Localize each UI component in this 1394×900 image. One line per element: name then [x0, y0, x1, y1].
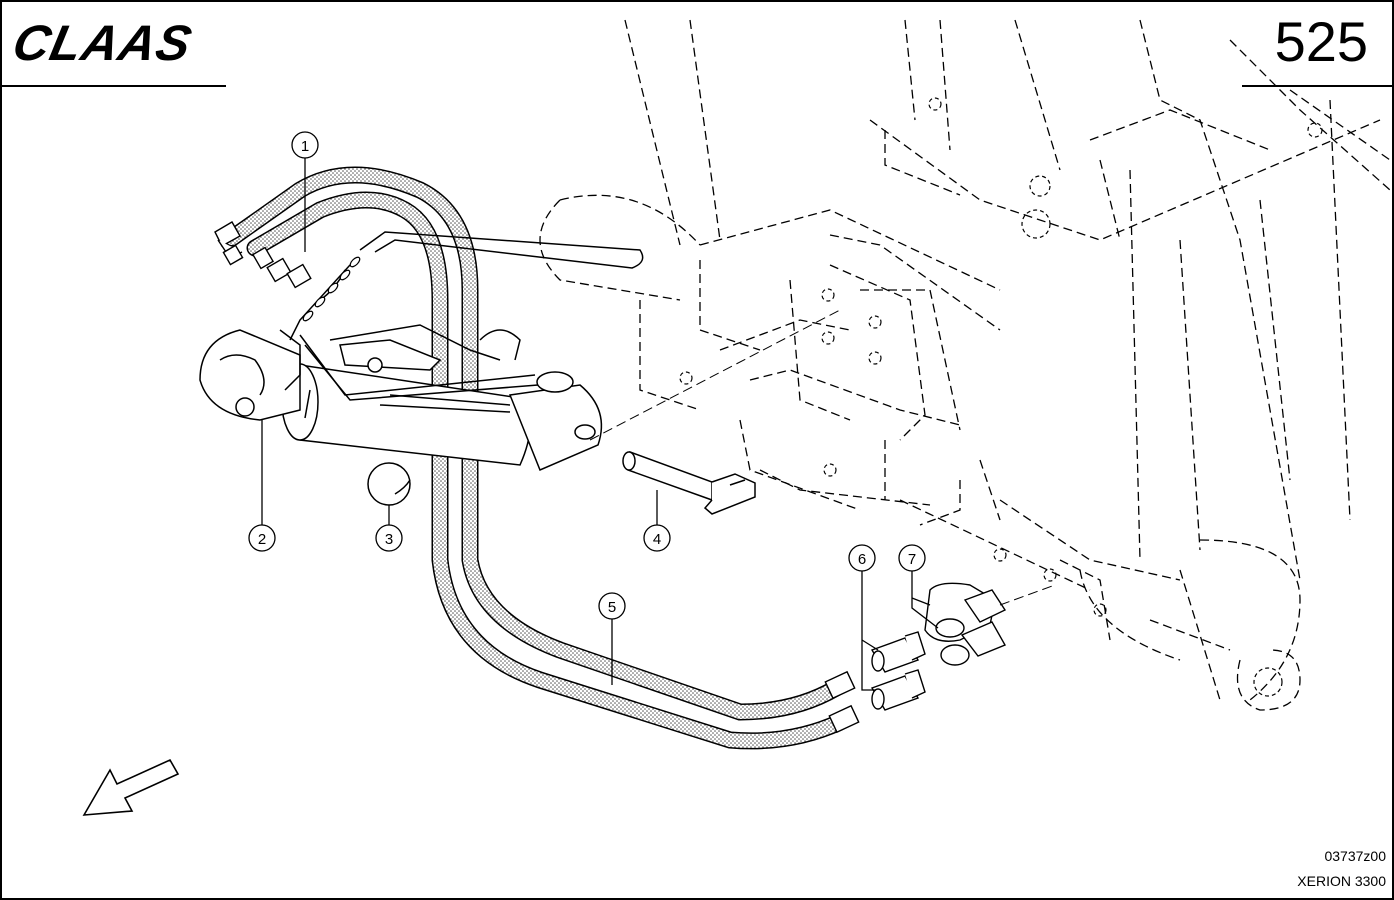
linch-pin-part [622, 450, 756, 515]
pin-assembly-path [589, 309, 841, 441]
page-number-underline [1242, 85, 1394, 87]
callout-2-label: 2 [258, 531, 266, 548]
ball-part [367, 462, 411, 506]
machine-model: XERION 3300 [1297, 873, 1386, 889]
callout-5: 5 [598, 592, 626, 620]
direction-arrow-icon [82, 758, 180, 816]
callout-4-label: 4 [653, 531, 661, 548]
callout-4: 4 [643, 524, 671, 552]
callout-1: 1 [291, 131, 319, 159]
hydraulic-hose-upper-pair [223, 166, 479, 449]
dust-cap-bracket-part [924, 582, 1007, 666]
callout-3: 3 [375, 524, 403, 552]
callout-6: 6 [848, 544, 876, 572]
callout-5-label: 5 [608, 599, 616, 616]
callout-leader-lines [261, 158, 939, 691]
callout-2: 2 [248, 524, 276, 552]
page-number: 525 [1274, 10, 1368, 73]
callout-7: 7 [898, 544, 926, 572]
callout-3-label: 3 [385, 531, 393, 548]
quick-coupling-part [870, 631, 926, 711]
callout-1-label: 1 [301, 138, 309, 155]
brand-underline [0, 85, 226, 87]
hose-end-fittings [214, 221, 860, 734]
frame-bolt-holes [679, 97, 1323, 697]
callout-7-label: 7 [908, 551, 916, 568]
hydraulic-hose-5 [431, 440, 844, 750]
coupling-assembly-path [999, 584, 1056, 606]
tractor-frame-outline [539, 19, 1391, 711]
hydraulic-top-link-cylinder [199, 324, 603, 471]
drawing-id: 03737z00 [1324, 848, 1386, 864]
chain-links [302, 256, 361, 322]
callout-6-label: 6 [858, 551, 866, 568]
